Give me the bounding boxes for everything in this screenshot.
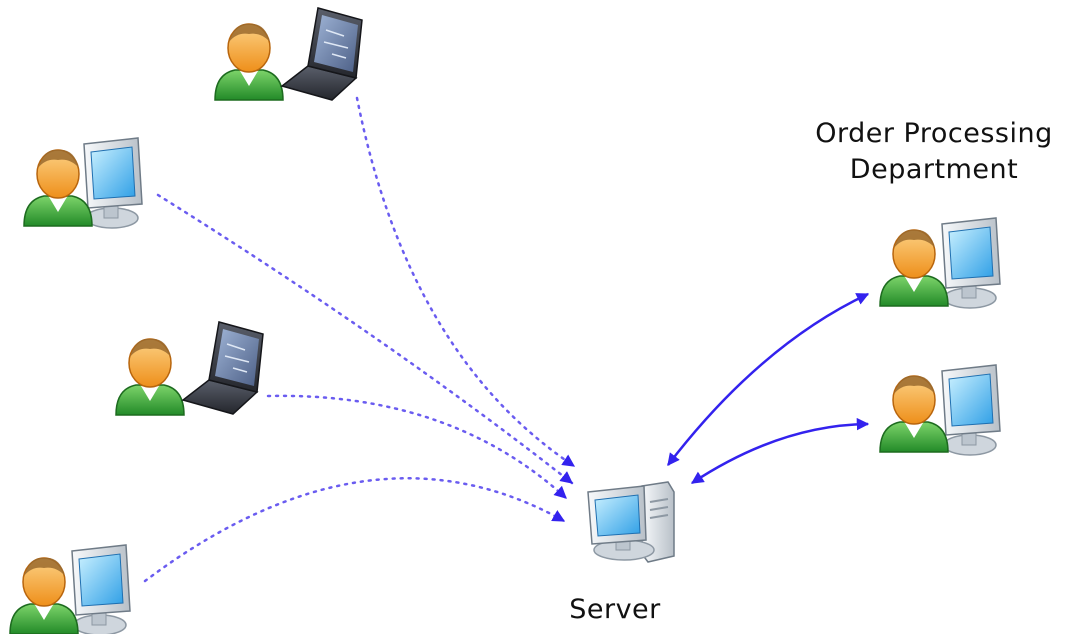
department-user-1 bbox=[879, 217, 1001, 309]
desktop-icon bbox=[71, 544, 131, 634]
user-icon bbox=[214, 23, 284, 101]
laptop-icon bbox=[182, 321, 264, 415]
connection-line-4 bbox=[143, 477, 566, 583]
user-icon bbox=[23, 149, 93, 227]
user-icon bbox=[115, 338, 185, 416]
department-label: Order Processing Department bbox=[796, 116, 1072, 188]
remote-connections bbox=[143, 96, 576, 583]
department-user-2 bbox=[879, 364, 1001, 456]
server-label: Server bbox=[569, 594, 661, 625]
connection-line-dept-1 bbox=[667, 292, 870, 466]
user-icon bbox=[879, 229, 949, 307]
desktop-icon bbox=[941, 364, 1001, 456]
connection-line-3 bbox=[266, 394, 568, 500]
user-icon bbox=[879, 375, 949, 453]
department-label-line-2: Department bbox=[849, 154, 1019, 185]
remote-user-1 bbox=[214, 7, 363, 101]
remote-user-4 bbox=[9, 544, 131, 634]
connection-line-dept-2 bbox=[690, 417, 870, 485]
department-label-line-1: Order Processing bbox=[815, 118, 1053, 149]
laptop-icon bbox=[281, 7, 363, 101]
server-icon bbox=[587, 481, 675, 563]
user-icon bbox=[9, 557, 79, 634]
remote-user-2 bbox=[23, 137, 143, 229]
department-connections bbox=[667, 292, 870, 485]
remote-user-3 bbox=[115, 321, 264, 416]
connection-line-1 bbox=[355, 96, 576, 468]
connection-line-2 bbox=[156, 193, 574, 485]
desktop-icon bbox=[941, 217, 1001, 309]
desktop-icon bbox=[83, 137, 143, 229]
